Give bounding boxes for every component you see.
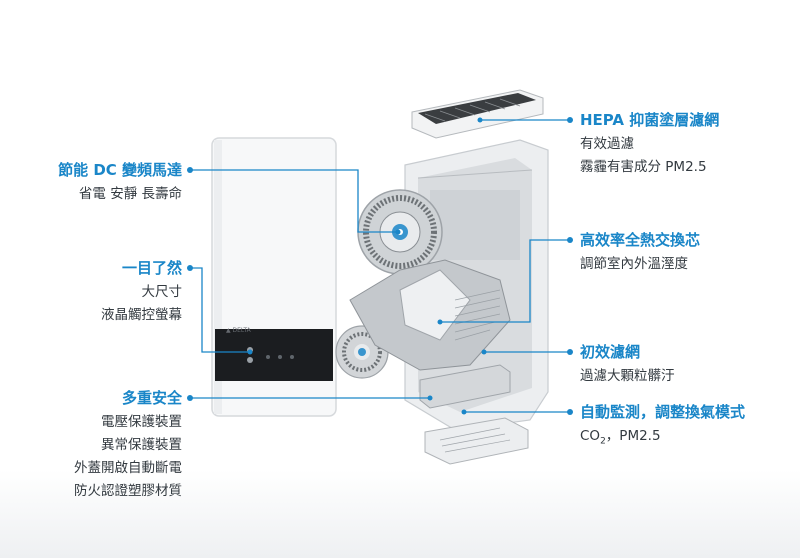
callout-title: 初效濾網 xyxy=(580,343,641,361)
callout-title: 高效率全熱交換芯 xyxy=(580,231,701,249)
callout-title: 節能 DC 變頻馬達 xyxy=(58,161,182,179)
callout-heat-exchanger: 高效率全熱交換芯 調節室內外溫溼度 xyxy=(580,230,700,276)
callout-title: 自動監測，調整換氣模式 xyxy=(580,403,746,421)
callout-line: 霧霾有害成分 PM2.5 xyxy=(580,159,707,175)
callout-line: CO2，PM2.5 xyxy=(580,428,661,447)
line-dc-motor xyxy=(190,169,398,233)
hepa-filter xyxy=(411,89,544,139)
front-cover: ▲ DELTA xyxy=(211,137,337,417)
callout-line: 外蓋開啟自動斷電 xyxy=(74,460,182,476)
sensor-module xyxy=(424,417,529,465)
callout-pre-filter: 初效濾網 過濾大顆粒髒汙 xyxy=(580,342,675,388)
callout-dc-motor: 節能 DC 變頻馬達 省電 安靜 長壽命 xyxy=(58,160,182,206)
mode-icon xyxy=(247,357,253,363)
callout-hepa: HEPA 抑菌塗層濾網 有效過濾 霧霾有害成分 PM2.5 xyxy=(580,110,719,179)
callout-line: 電壓保護裝置 xyxy=(101,414,182,430)
line-heat-exchanger xyxy=(440,239,570,323)
callout-title: 多重安全 xyxy=(121,389,182,407)
lcd-control-panel xyxy=(215,329,333,381)
background-gradient xyxy=(0,470,800,558)
callout-safety: 多重安全 電壓保護裝置 異常保護裝置 外蓋開啟自動斷電 防火認證塑膠材質 xyxy=(74,388,182,503)
callout-line: 過濾大顆粒髒汙 xyxy=(580,368,675,384)
brand-logo: ▲ DELTA xyxy=(226,327,252,334)
callout-line: 有效過濾 xyxy=(580,136,634,152)
callout-line: 省電 安靜 長壽命 xyxy=(78,186,182,202)
callout-line: 液晶觸控螢幕 xyxy=(101,307,182,323)
callout-line: 異常保護裝置 xyxy=(101,437,182,453)
callout-auto-monitor: 自動監測，調整換氣模式 CO2，PM2.5 xyxy=(580,402,745,454)
callout-title: 一目了然 xyxy=(121,259,182,277)
callout-line: 大尺寸 xyxy=(141,284,183,300)
pre-filter xyxy=(419,364,511,409)
callout-line: 防火認證塑膠材質 xyxy=(74,483,182,499)
line-display xyxy=(190,267,250,353)
callout-dots xyxy=(187,117,573,415)
callout-display: 一目了然 大尺寸 液晶觸控螢幕 xyxy=(101,258,182,327)
callout-title: HEPA 抑菌塗層濾網 xyxy=(580,111,720,129)
callout-line: 調節室內外溫溼度 xyxy=(580,256,688,272)
callout-lines xyxy=(190,119,570,413)
